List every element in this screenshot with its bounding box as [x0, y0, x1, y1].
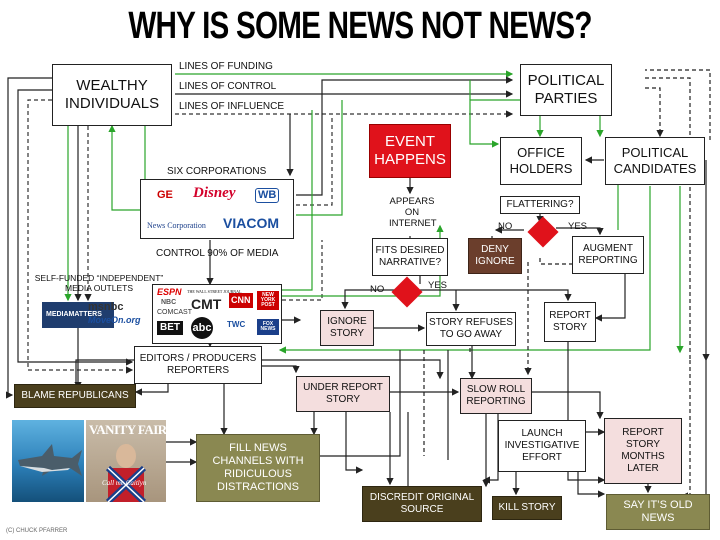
media-outlets-logo-box: ESPN THE WALL STREET JOURNAL NBC CMT CNN… — [152, 284, 282, 344]
augment-reporting-box: AUGMENT REPORTING — [572, 236, 644, 274]
legend-control-label: LINES OF CONTROL — [179, 81, 277, 92]
flattering-no-label: NO — [498, 221, 513, 232]
ny-post-logo: NEW YORK POST — [257, 291, 279, 310]
time-warner-cable-logo: TWC — [227, 320, 246, 329]
espn-logo: ESPN — [157, 287, 182, 297]
moveon-logo: MoveOn.org — [88, 315, 141, 325]
flattering-box: FLATTERING? — [500, 196, 580, 214]
discredit-source-box: DISCREDIT ORIGINAL SOURCE — [362, 486, 482, 522]
media-matters-logo: MEDIAMATTERS — [46, 311, 102, 318]
msnbc-moveon-logos: msnbc MoveOn.org — [86, 300, 141, 328]
magazine-masthead: VANITY FAIR — [89, 422, 166, 437]
cmt-logo: CMT — [191, 296, 222, 312]
shark-icon — [18, 444, 82, 476]
shark-photo — [12, 420, 84, 502]
six-corporations-label: SIX CORPORATIONS — [167, 166, 267, 177]
six-corporations-box: GE Disney WB News Corporation VIACOM — [140, 179, 294, 239]
flattering-yes-label: YES — [568, 221, 588, 232]
ge-logo: GE — [157, 189, 173, 201]
disney-logo: Disney — [193, 185, 236, 201]
wsj-logo: THE WALL STREET JOURNAL — [187, 289, 242, 294]
page-title: WHY IS SOME NEWS NOT NEWS? — [128, 5, 592, 47]
cnn-logo: CNN — [229, 293, 253, 308]
legend-funding-label: LINES OF FUNDING — [179, 61, 273, 72]
msnbc-logo: msnbc — [88, 301, 124, 313]
editors-producers-box: EDITORS / PRODUCERS REPORTERS — [134, 346, 262, 384]
political-candidates-box: POLITICAL CANDIDATES — [605, 137, 705, 185]
deny-ignore-box: DENY IGNORE — [468, 238, 522, 274]
event-happens-box: EVENT HAPPENS — [369, 124, 451, 178]
report-months-later-box: REPORT STORY MONTHS LATER — [604, 418, 682, 484]
report-story-box: REPORT STORY — [544, 302, 596, 342]
appears-on-internet-label: APPEARS ON INTERNET — [389, 196, 437, 229]
wb-logo: WB — [255, 188, 280, 203]
say-old-news-box: SAY IT’S OLD NEWS — [606, 494, 710, 530]
media-matters-logo-box: MEDIAMATTERS — [42, 302, 114, 328]
launch-investigative-box: LAUNCH INVESTIGATIVE EFFORT — [498, 420, 586, 472]
confederate-flag-icon — [105, 444, 147, 502]
story-refuses-box: STORY REFUSES TO GO AWAY — [426, 312, 516, 346]
magazine-cover-line: Call me Caitlyn — [102, 479, 147, 487]
blame-republicans-box: BLAME REPUBLICANS — [14, 384, 136, 408]
bet-logo: BET — [157, 321, 183, 335]
news-corporation-logo: News Corporation — [147, 221, 206, 230]
nbc-logo: NBC — [161, 299, 177, 306]
kill-story-box: KILL STORY — [492, 496, 562, 520]
political-parties-box: POLITICAL PARTIES — [520, 64, 612, 116]
comcast-logo: COMCAST — [157, 309, 192, 316]
self-funded-media-label: SELF-FUNDED “INDEPENDENT” MEDIA OUTLETS — [34, 273, 164, 293]
fill-news-channels-box: FILL NEWS CHANNELS WITH RIDICULOUS DISTR… — [196, 434, 320, 502]
ignore-story-box: IGNORE STORY — [320, 310, 374, 346]
viacom-logo: VIACOM — [223, 215, 279, 231]
narrative-no-label: NO — [370, 284, 385, 295]
fits-narrative-box: FITS DESIRED NARRATIVE? — [372, 238, 448, 276]
narrative-yes-label: YES — [428, 280, 448, 291]
wealthy-individuals-box: WEALTHY INDIVIDUALS — [52, 64, 172, 126]
fox-news-logo: FOX NEWS — [257, 319, 279, 335]
credit-label: (C) CHUCK PFARRER — [6, 528, 68, 534]
under-report-box: UNDER REPORT STORY — [296, 376, 390, 412]
magazine-cover-photo: VANITY FAIR Call me Caitlyn — [86, 420, 166, 502]
slow-roll-box: SLOW ROLL REPORTING — [460, 378, 532, 414]
office-holders-box: OFFICE HOLDERS — [500, 137, 582, 185]
abc-logo: abc — [191, 317, 213, 339]
legend-influence-label: LINES OF INFLUENCE — [179, 101, 285, 112]
control-90-label: CONTROL 90% OF MEDIA — [156, 248, 279, 259]
